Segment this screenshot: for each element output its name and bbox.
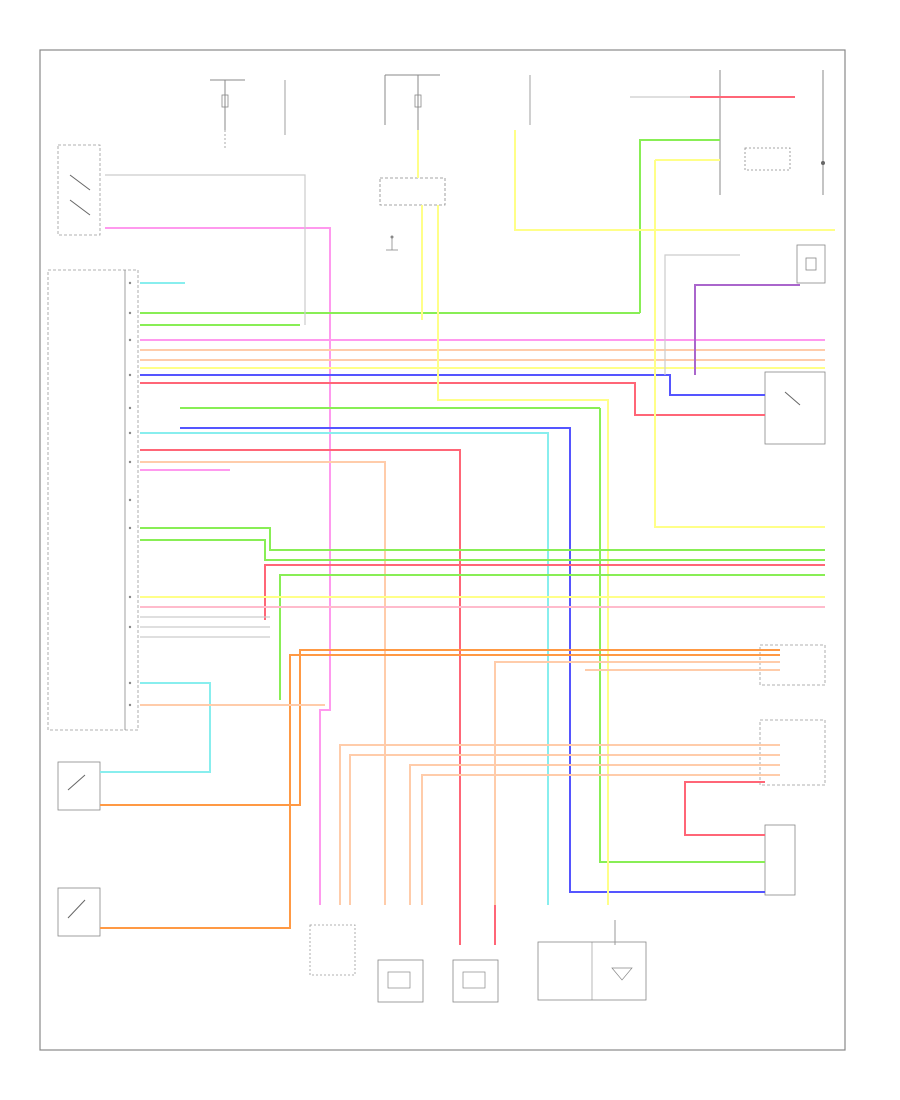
wire-yellow-v5 bbox=[654, 160, 825, 528]
wire-peach-r5 bbox=[409, 764, 780, 905]
climate-control-unit bbox=[47, 269, 139, 731]
wire-peach-r4 bbox=[349, 754, 780, 905]
wire-green-low3 bbox=[279, 574, 825, 700]
wire-blue-h1 bbox=[140, 374, 765, 396]
ground-symbol bbox=[386, 237, 398, 251]
right-connectors bbox=[759, 644, 826, 896]
control-unit-pins bbox=[128, 281, 132, 707]
wire-cyan-2 bbox=[140, 432, 549, 905]
wire-red-loop bbox=[684, 781, 765, 836]
ac-pressure-switch bbox=[796, 244, 826, 284]
humidity-sensor bbox=[309, 924, 356, 976]
wire-peach-r3 bbox=[339, 744, 780, 905]
wire-green-h3b bbox=[599, 408, 765, 863]
wire-gray-2 bbox=[664, 254, 740, 375]
wire-red-h2 bbox=[140, 449, 461, 945]
upper-left-switch bbox=[57, 144, 101, 236]
diagram-border bbox=[39, 49, 846, 1051]
recirc-motor bbox=[764, 371, 826, 445]
wire-gray-1 bbox=[105, 174, 306, 325]
wire-peach-r1 bbox=[494, 661, 780, 905]
wire-green-low2 bbox=[140, 539, 825, 561]
ambient-sensor bbox=[57, 761, 101, 811]
hot-fuse bbox=[210, 79, 286, 150]
wire-orange-2 bbox=[100, 654, 780, 929]
wire-orange-1 bbox=[100, 649, 780, 806]
wire-purple bbox=[694, 284, 800, 375]
wire-red-h1 bbox=[140, 382, 765, 416]
recirc-actuator bbox=[537, 941, 647, 1001]
evaporator-sensor bbox=[57, 887, 101, 937]
wire-blue-h2 bbox=[180, 427, 765, 893]
wire-pink bbox=[105, 227, 331, 905]
wire-peach-h3 bbox=[140, 461, 386, 905]
in-car-sensor bbox=[452, 959, 499, 1003]
wire-peach-r6 bbox=[421, 774, 780, 905]
ac-compressor-clutch bbox=[719, 70, 825, 195]
wire-cyan-3 bbox=[100, 682, 211, 773]
relay-fuse-center bbox=[384, 74, 531, 170]
wire-yellow-v3 bbox=[437, 205, 609, 905]
wire-red-low1 bbox=[264, 564, 825, 620]
wire-green-1b bbox=[639, 139, 720, 313]
relay-box bbox=[379, 177, 446, 239]
wire-green-low1 bbox=[140, 527, 825, 551]
sunlight-sensor bbox=[377, 959, 424, 1003]
wire-yellow-v4 bbox=[514, 130, 835, 231]
